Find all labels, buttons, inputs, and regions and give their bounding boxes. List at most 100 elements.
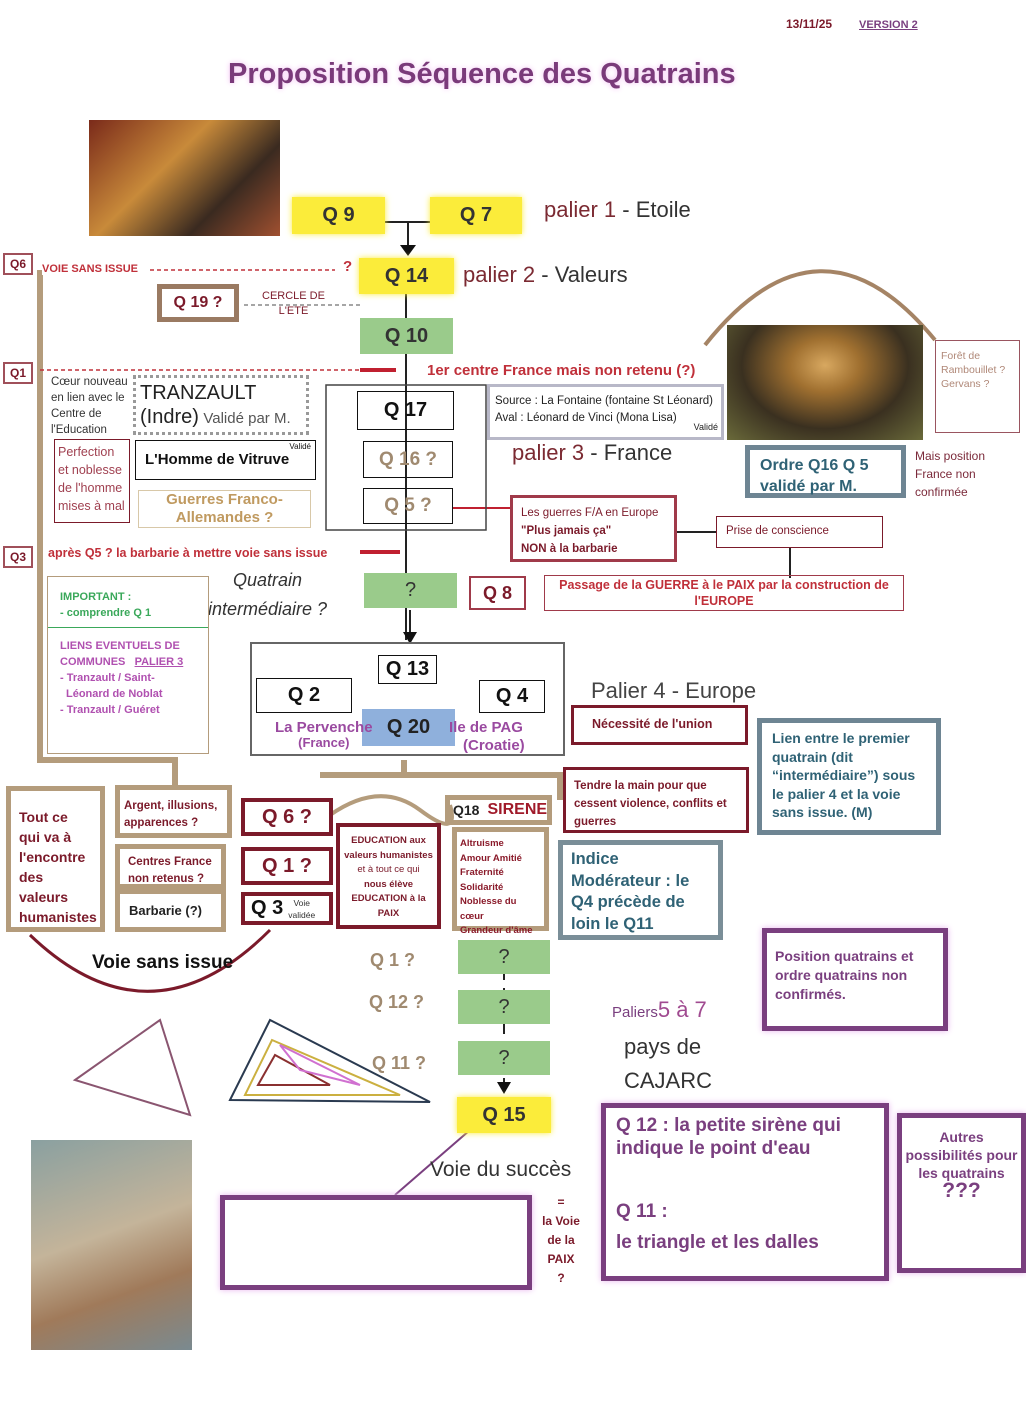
note-line: la Voie <box>542 1214 580 1228</box>
lien-box: Lien entre le premier quatrain (dit “int… <box>757 718 941 835</box>
quatrain-q19[interactable]: Q 19 ? <box>157 284 239 322</box>
quatrain-q18[interactable]: Q18 <box>453 802 480 818</box>
vitruve-validated: Validé <box>289 442 311 451</box>
note-line: Quatrain <box>233 570 303 590</box>
autres-box: Autres possibilités pour les quatrains ?… <box>897 1113 1026 1273</box>
quatrain-q10[interactable]: Q 10 <box>360 318 453 354</box>
list-q1: Q 1 ? <box>370 950 416 970</box>
q12-description: Q 12 : la petite sirène qui indique le p… <box>616 1115 841 1159</box>
note-line: de la <box>547 1233 575 1247</box>
note-line: PAIX <box>547 1252 575 1266</box>
palier-3-link[interactable]: PALIER 3 <box>134 656 184 668</box>
klimt-painting <box>89 120 280 236</box>
note-line: valeurs humanistes <box>344 849 433 861</box>
quatrain-q7[interactable]: Q 7 <box>430 197 522 234</box>
note-line: Fraternité <box>460 867 504 878</box>
note-line: Grandeur d'âme <box>460 925 533 936</box>
voie-succes-box[interactable] <box>220 1195 532 1290</box>
quatrain-q1[interactable]: Q 1 ? <box>241 847 333 885</box>
source-validated: Validé <box>693 422 718 432</box>
note-line: Mais position <box>915 449 986 463</box>
liens-item: Léonard de Noblat <box>66 688 163 700</box>
pag-label: Ile de PAG(Croatie) <box>449 719 525 755</box>
important-box: IMPORTANT :- comprendre Q 1 LIENS EVENTU… <box>47 576 209 754</box>
note-line: Altruisme <box>460 838 504 849</box>
list-q12: Q 12 ? <box>369 992 425 1012</box>
step-3[interactable]: ? <box>458 1041 550 1075</box>
quatrain-q9[interactable]: Q 9 <box>292 197 385 234</box>
mona-lisa-painting <box>727 325 923 440</box>
note-line: confirmée <box>915 485 968 499</box>
quatrain-q17[interactable]: Q 17 <box>357 391 454 430</box>
note-line: et noblesse <box>58 463 122 477</box>
passage-guerre-paix-box: Passage de la GUERRE à le PAIX par la co… <box>544 575 904 611</box>
palier-4-label: Palier 4 - Europe <box>591 678 757 703</box>
step-2[interactable]: ? <box>458 990 550 1024</box>
cajarc: CAJARC <box>624 1068 713 1093</box>
palier-3-label: palier 3 - France <box>512 440 672 466</box>
quatrain-q5[interactable]: Q 5 ? <box>363 488 453 524</box>
quatrain-q13[interactable]: Q 13 <box>378 655 437 684</box>
tendre-box: Tendre la main pour que cessent violence… <box>563 767 749 833</box>
note-line: en lien avec le <box>51 392 125 404</box>
sirene-label: SIRENE <box>487 801 548 818</box>
vitruve-label: L'Homme de Vitruve <box>145 451 290 468</box>
page-title: Proposition Séquence des Quatrains <box>228 58 736 90</box>
paliers-word: Paliers <box>612 1004 658 1021</box>
q11-description: le triangle et les dalles <box>616 1232 819 1253</box>
palier-3-name: - France <box>584 440 673 465</box>
quatrain-intermediaire[interactable]: ? <box>364 573 457 608</box>
palier-1-name: - Etoile <box>616 197 691 222</box>
quatrain-q16[interactable]: Q 16 ? <box>363 441 453 478</box>
apres-q5-label: après Q5 ? la barbarie à mettre voie san… <box>48 546 328 560</box>
side-label-q1: Q1 <box>3 362 33 384</box>
argent-box: Argent, illusions, apparences ? <box>115 785 232 838</box>
note-line: EDUCATION à la <box>351 893 426 904</box>
note-line: Amour Amitié <box>460 852 522 864</box>
note-line: nous élève <box>363 878 414 890</box>
tout-ce-qui-box: Tout ce qui va à l'encontre des valeurs … <box>6 786 105 932</box>
note-line: Centre de <box>51 408 102 420</box>
step-1[interactable]: ? <box>458 940 550 974</box>
date: 13/11/25 <box>786 17 833 31</box>
note-line: PAIX <box>377 907 400 919</box>
palier-2-number: palier 2 <box>463 262 536 287</box>
note-line: (Croatie) <box>463 737 525 754</box>
guerres-fa-box: Les guerres F/A en Europe"Plus jamais ça… <box>510 495 677 562</box>
important-item: - comprendre Q 1 <box>60 607 152 619</box>
important-title: IMPORTANT : <box>60 591 132 603</box>
version-link[interactable]: VERSION 2 <box>859 19 918 31</box>
note-line: France non <box>915 467 976 481</box>
mermaid-painting <box>31 1140 192 1350</box>
note-line: Ile de PAG <box>449 719 523 736</box>
quatrain-q14[interactable]: Q 14 <box>359 258 454 294</box>
note-line: mises à mal <box>58 499 125 513</box>
note-line: Voie <box>293 897 310 908</box>
quatrain-q8[interactable]: Q 8 <box>469 576 526 610</box>
triangle-sketch-icon <box>72 1018 431 1117</box>
liens-item: - Tranzault / Saint- <box>60 672 155 684</box>
voie-question-mark: ? <box>343 258 353 275</box>
note-line: de l'homme <box>58 481 123 495</box>
quatrain-q4[interactable]: Q 4 <box>479 680 545 713</box>
quatrain-q20[interactable]: Q 20 <box>362 709 455 746</box>
liens-title-2: COMMUNES <box>60 656 126 668</box>
source-line: Source : La Fontaine (fontaine St Léonar… <box>495 395 714 407</box>
cercle-label-1: CERCLE DE <box>262 290 325 302</box>
quatrain-q2[interactable]: Q 2 <box>256 678 352 713</box>
quatrain-q15[interactable]: Q 15 <box>457 1097 551 1133</box>
q12-q11-box: Q 12 : la petite sirène qui indique le p… <box>601 1103 889 1281</box>
aval-line: Aval : Léonard de Vinci (Mona Lisa) <box>495 412 677 424</box>
barbarie-box: Barbarie (?) <box>115 889 226 932</box>
note-line: Solidarité <box>460 881 504 893</box>
position-box: Position quatrains et ordre quatrains no… <box>762 928 948 1031</box>
quatrain-q6[interactable]: Q 6 ? <box>241 798 333 836</box>
